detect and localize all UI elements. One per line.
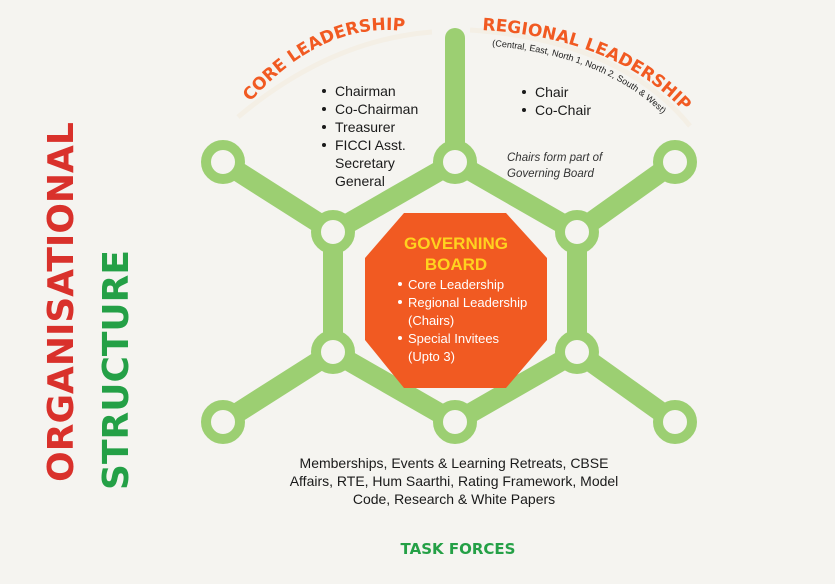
outer-arc-right <box>469 27 692 128</box>
core-leadership-list: Chairman Co-Chairman Treasurer FICCI Ass… <box>322 83 418 189</box>
governing-board-list: Core Leadership Regional Leadership (Cha… <box>398 277 527 364</box>
bullet <box>522 108 526 112</box>
bullet <box>398 282 402 286</box>
node-outer-bottom-right <box>653 400 697 444</box>
governing-board-heading-line1: GOVERNING <box>404 234 508 253</box>
governing-board-item: (Upto 3) <box>408 349 455 364</box>
bullet <box>322 107 326 111</box>
regional-note-line2: Governing Board <box>507 168 595 180</box>
regional-leadership-item: Chair <box>535 84 569 100</box>
node-inner-bottom-right <box>555 330 599 374</box>
regional-note-line1: Chairs form part of <box>507 152 604 164</box>
task-forces-line2: Affairs, RTE, Hum Saarthi, Rating Framew… <box>290 473 619 489</box>
node-inner-top-left <box>311 210 355 254</box>
governing-board-hexagon <box>365 213 547 388</box>
outer-arc-left <box>236 29 433 119</box>
core-leadership-item: Chairman <box>335 83 396 99</box>
governing-board-heading-line2: BOARD <box>425 255 487 274</box>
core-leadership-item: Treasurer <box>335 119 396 135</box>
bullet <box>322 89 326 93</box>
regional-leadership-item: Co-Chair <box>535 102 591 118</box>
node-outer-top-left <box>201 140 245 184</box>
node-outer-top-right <box>653 140 697 184</box>
title-organisational: ORGANISATIONAL <box>41 122 82 482</box>
bullet <box>522 90 526 94</box>
node-outer-bottom-left <box>201 400 245 444</box>
bullet <box>322 125 326 129</box>
core-leadership-item: FICCI Asst. <box>335 137 406 153</box>
node-inner-bottom-left <box>311 330 355 374</box>
bullet <box>322 143 326 147</box>
node-inner-top-right <box>555 210 599 254</box>
node-bottom <box>433 400 477 444</box>
title-structure: STRUCTURE <box>96 250 137 490</box>
regional-leadership-list: Chair Co-Chair <box>522 84 591 118</box>
bullet <box>398 336 402 340</box>
governing-board-item: Special Invitees <box>408 331 500 346</box>
task-forces-line3: Code, Research & White Papers <box>353 491 555 507</box>
governing-board-item: (Chairs) <box>408 313 454 328</box>
governing-board-item: Regional Leadership <box>408 295 527 310</box>
node-top <box>433 140 477 184</box>
core-leadership-item: General <box>335 173 385 189</box>
core-leadership-item: Secretary <box>335 155 395 171</box>
task-forces-line1: Memberships, Events & Learning Retreats,… <box>300 455 609 471</box>
governing-board-item: Core Leadership <box>408 277 504 292</box>
bullet <box>398 300 402 304</box>
core-leadership-item: Co-Chairman <box>335 101 418 117</box>
molecule-nodes <box>201 140 697 444</box>
task-forces-label: TASK FORCES <box>401 540 516 558</box>
